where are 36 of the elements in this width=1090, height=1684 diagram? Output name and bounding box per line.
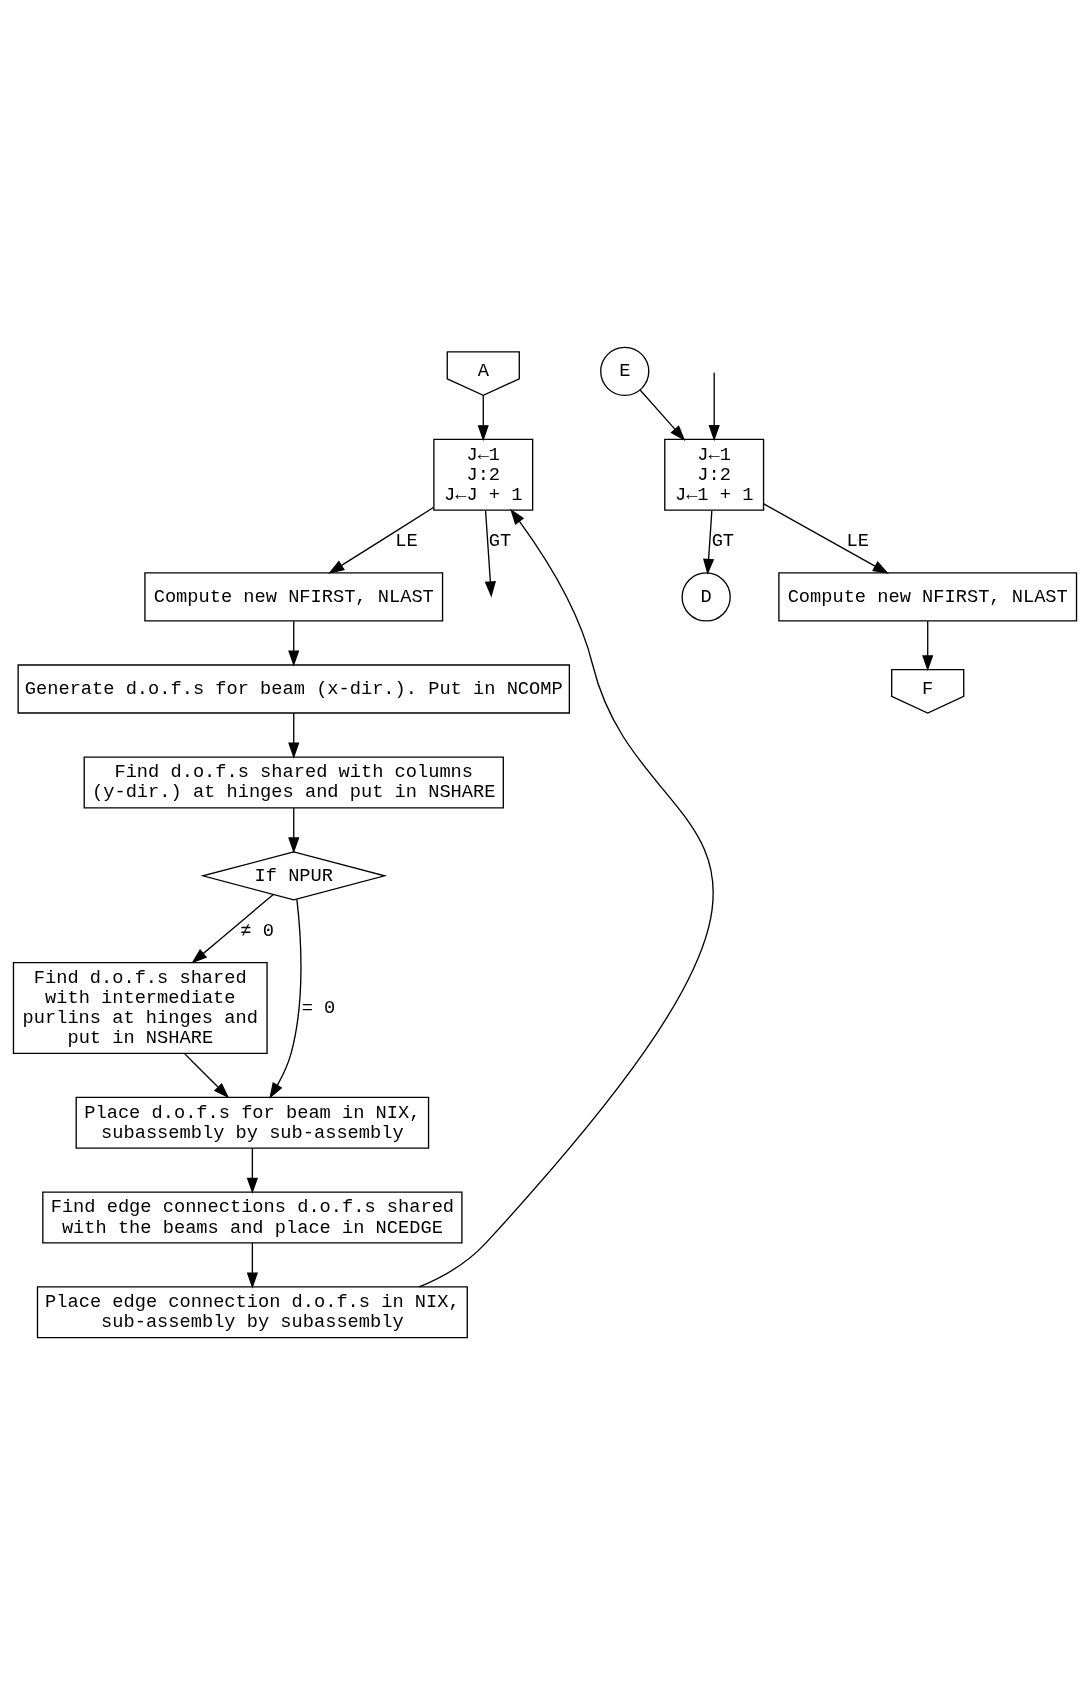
arrow (183, 1052, 230, 1098)
node-circle: D (681, 571, 731, 622)
arrow (288, 712, 300, 759)
edge-label: GT (488, 529, 512, 552)
arrow (191, 893, 274, 964)
edge-label: LE (846, 529, 869, 552)
node-box: Generate d.o.f.s for beam (x-dir.). Put in NCOMP (17, 663, 571, 714)
node-box: J←1 J:2 J←J + 1 (433, 438, 534, 511)
node-box: Find d.o.f.s shared with intermediate purlins at hinges and put in NSHARE (12, 961, 268, 1054)
edge-label: LE (395, 529, 418, 552)
arrow (246, 1147, 258, 1194)
arrow (418, 508, 714, 1288)
arrow (288, 806, 300, 853)
arrow (639, 389, 686, 441)
arrow (708, 371, 720, 441)
node-box: J←1 J:2 J←1 + 1 (664, 438, 765, 511)
node-box: Compute new NFIRST, NLAST (144, 571, 444, 622)
node-box: Find d.o.f.s shared with columns (y-dir.) at hinges and put in NSHARE (83, 755, 504, 808)
node-circle: E (600, 346, 650, 396)
arrow (288, 620, 300, 666)
edge-label: GT (711, 529, 735, 552)
arrow (246, 1241, 258, 1289)
node-diamond: If NPUR (200, 850, 388, 901)
node-box: Compute new NFIRST, NLAST (778, 571, 1078, 622)
arrow (484, 509, 496, 597)
node-box: Place d.o.f.s for beam in NIX, subassembly by sub-assembly (75, 1096, 430, 1149)
arrow (763, 502, 889, 574)
arrow (477, 394, 489, 441)
arrow (269, 898, 302, 1099)
arrow (922, 620, 934, 671)
arrow (328, 506, 435, 574)
node-box: Place edge connection d.o.f.s in NIX, sub-assembly by subassembly (36, 1285, 468, 1338)
edge-label: ≠ 0 (240, 919, 274, 942)
edge-label: = 0 (301, 996, 336, 1019)
node-box: Find edge connections d.o.f.s shared with the beams and place in NCEDGE (42, 1191, 463, 1244)
arrow (703, 509, 715, 575)
